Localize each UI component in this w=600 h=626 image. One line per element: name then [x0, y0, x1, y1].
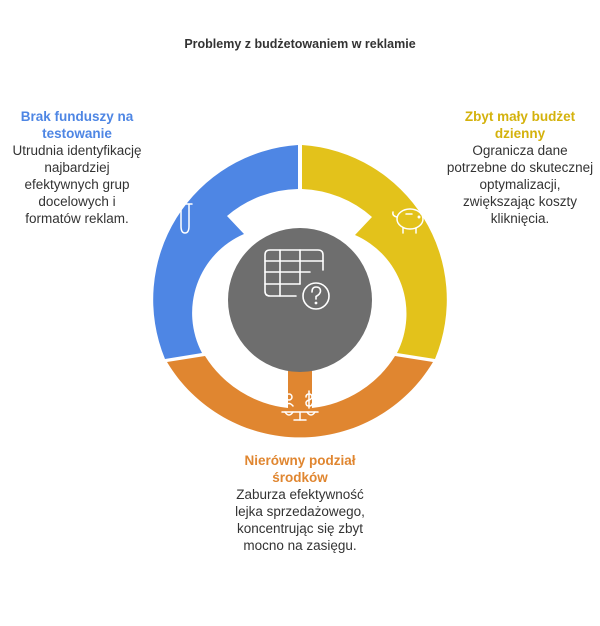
description-bottom: Zaburza efektywność lejka sprzedażowego,… — [235, 487, 365, 553]
segment-bottom[interactable] — [167, 352, 433, 438]
text-block-bottom: Nierówny podział środków Zaburza efektyw… — [225, 452, 375, 554]
segment-right[interactable] — [302, 145, 447, 359]
heading-right: Zbyt mały budżet dzienny — [464, 109, 576, 141]
balance-scale-icon — [281, 390, 319, 421]
heading-bottom: Nierówny podział środków — [244, 453, 356, 485]
test-tube-icon — [177, 203, 193, 234]
description-right: Ogranicza dane potrzebne do skutecznej o… — [446, 143, 594, 226]
heading-left: Brak funduszy na testowanie — [20, 109, 134, 141]
page-title: Problemy z budżetowaniem w reklamie — [184, 37, 416, 51]
center-circle — [228, 228, 372, 372]
table-question-icon — [264, 249, 330, 310]
piggy-bank-icon — [392, 208, 427, 234]
text-block-right: Zbyt mały budżet dzienny Ogranicza dane … — [445, 108, 595, 227]
description-left: Utrudnia identyfikację najbardziej efekt… — [12, 143, 142, 226]
segment-left[interactable] — [153, 145, 298, 359]
text-block-left: Brak funduszy na testowanie Utrudnia ide… — [12, 108, 142, 227]
